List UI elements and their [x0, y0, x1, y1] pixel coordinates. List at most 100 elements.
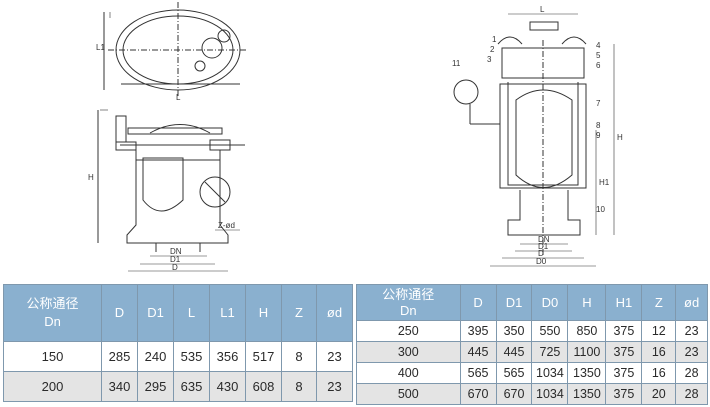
part-label-11: 11: [452, 59, 461, 68]
right-section-view: [453, 13, 615, 267]
table-cell: 850: [567, 320, 607, 342]
table-cell: 445: [495, 341, 533, 363]
table-cell: 23: [675, 341, 708, 363]
part-label-1: 1: [492, 35, 497, 44]
table-cell: 725: [531, 341, 569, 363]
table-cell: 1350: [567, 383, 607, 405]
table-cell: 400: [356, 362, 461, 384]
header-h: H: [567, 284, 607, 321]
table-cell: 565: [459, 362, 497, 384]
header-h: H: [245, 284, 282, 342]
header-z: Z: [641, 284, 677, 321]
table-cell: 285: [101, 341, 138, 372]
table-cell: 23: [675, 320, 708, 342]
table-cell: 28: [675, 383, 708, 405]
header-h1: H1: [605, 284, 643, 321]
header-l1: L1: [209, 284, 246, 342]
dim-l1: L1: [96, 43, 105, 52]
plan-view: [103, 2, 248, 98]
part-label-9: 9: [596, 131, 601, 140]
dim-d-right: D: [538, 249, 544, 258]
table-cell: 356: [209, 341, 246, 372]
table-cell: 430: [209, 371, 246, 402]
table-cell: 635: [173, 371, 210, 402]
table-row: 150 285 240 535 356 517 8 23: [3, 341, 353, 372]
table-cell: 375: [605, 320, 643, 342]
header-od: ød: [316, 284, 353, 342]
technical-drawing: L1 L H DN D1 D Z-ød L H H1 DN D1 D D0 1 …: [88, 2, 623, 272]
dim-h-left: H: [88, 173, 94, 182]
table-cell: 500: [356, 383, 461, 405]
table-cell: 375: [605, 341, 643, 363]
header-d1: D1: [137, 284, 174, 342]
table-row: 200 340 295 635 430 608 8 23: [3, 371, 353, 402]
table-cell: 23: [316, 371, 353, 402]
table-cell: 375: [605, 362, 643, 384]
header-d: D: [459, 284, 497, 321]
table-cell: 608: [245, 371, 282, 402]
left-section-view: [97, 109, 245, 272]
table-cell: 28: [675, 362, 708, 384]
part-label-3: 3: [487, 55, 492, 64]
table-cell: 445: [459, 341, 497, 363]
header-z: Z: [281, 284, 317, 342]
table-cell: 295: [137, 371, 174, 402]
dim-d-left: D: [172, 263, 178, 272]
table-cell: 350: [495, 320, 533, 342]
table-cell: 300: [356, 341, 461, 363]
table-cell: 550: [531, 320, 569, 342]
table-cell: 200: [3, 371, 102, 402]
table-cell: 1034: [531, 383, 569, 405]
table-cell: 240: [137, 341, 174, 372]
header-l: L: [173, 284, 210, 342]
part-label-10: 10: [596, 205, 605, 214]
table-cell: 8: [281, 371, 317, 402]
table-cell: 395: [459, 320, 497, 342]
table-cell: 517: [245, 341, 282, 372]
part-label-4: 4: [596, 41, 601, 50]
dim-dn-left: DN: [170, 247, 182, 256]
part-label-7: 7: [596, 99, 601, 108]
table-cell: 670: [459, 383, 497, 405]
dim-h1-right: H1: [599, 178, 610, 187]
table-cell: 150: [3, 341, 102, 372]
dim-z-left: Z-ød: [218, 221, 235, 230]
header-od: ød: [675, 284, 708, 321]
table-cell: 1100: [567, 341, 607, 363]
table-row: 300 445 445 725 1100 375 16 23: [356, 341, 708, 363]
dim-h-right: H: [617, 133, 623, 142]
part-label-5: 5: [596, 51, 601, 60]
dim-d1-right: D1: [538, 242, 549, 251]
dim-l-top: L: [176, 93, 181, 102]
table-cell: 8: [281, 341, 317, 372]
table-cell: 1350: [567, 362, 607, 384]
dim-d1-left: D1: [170, 255, 181, 264]
table-row: 500 670 670 1034 1350 375 20 28: [356, 383, 708, 405]
dim-d0-right: D0: [536, 257, 547, 266]
part-label-6: 6: [596, 61, 601, 70]
table-cell: 20: [641, 383, 677, 405]
header-d: D: [101, 284, 138, 342]
table-cell: 250: [356, 320, 461, 342]
table-cell: 1034: [531, 362, 569, 384]
table-row: 250 395 350 550 850 375 12 23: [356, 320, 708, 342]
table-cell: 565: [495, 362, 533, 384]
table-cell: 535: [173, 341, 210, 372]
table-cell: 340: [101, 371, 138, 402]
table-cell: 670: [495, 383, 533, 405]
table-row: 400 565 565 1034 1350 375 16 28: [356, 362, 708, 384]
dim-l-right: L: [540, 5, 545, 14]
table-cell: 16: [641, 341, 677, 363]
table-cell: 23: [316, 341, 353, 372]
table-cell: 16: [641, 362, 677, 384]
part-label-8: 8: [596, 121, 601, 130]
table-cell: 375: [605, 383, 643, 405]
